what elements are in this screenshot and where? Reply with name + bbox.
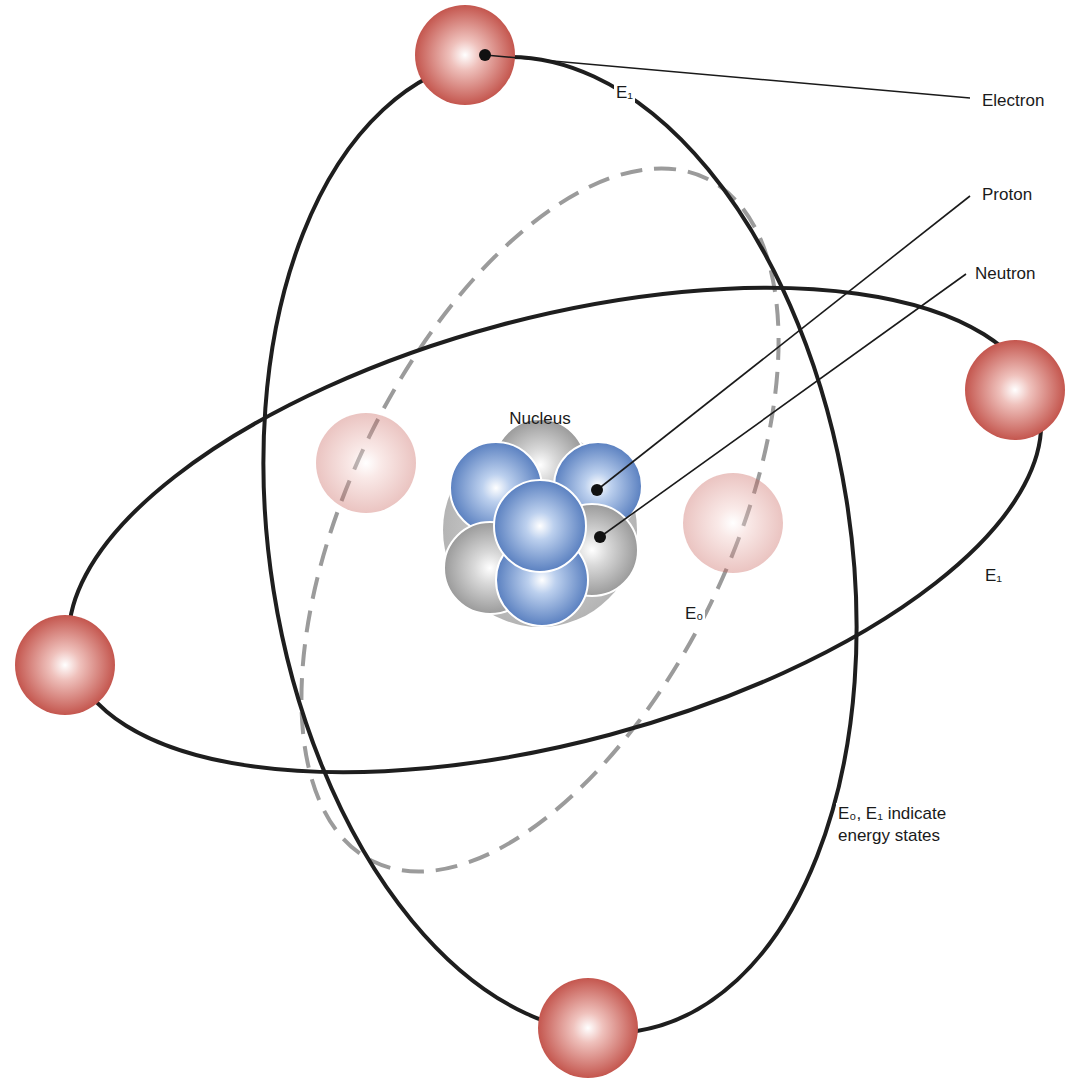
orbit-e0 xyxy=(203,95,878,945)
note: E₀, E₁ indicate energy states xyxy=(836,803,990,847)
electron xyxy=(316,413,416,513)
part-name: Electron xyxy=(980,90,1046,112)
electron xyxy=(965,340,1065,440)
part-name: Proton xyxy=(980,184,1034,206)
leader-dot xyxy=(479,49,491,61)
node-heading: Nucleus xyxy=(460,409,620,429)
energy-level: E₀ xyxy=(683,603,705,625)
electron xyxy=(415,5,515,105)
leader-line xyxy=(597,196,970,490)
orbit-e1 xyxy=(17,196,1080,864)
energy-level: E₁ xyxy=(983,565,1004,587)
electron xyxy=(683,473,783,573)
proton xyxy=(494,480,586,572)
nucleus-node: Nucleus xyxy=(460,409,620,429)
leader-dot xyxy=(591,484,603,496)
leader-dot xyxy=(594,531,606,543)
energy-level: E₁ xyxy=(614,82,635,104)
electron xyxy=(538,978,638,1078)
part-name: Neutron xyxy=(973,263,1037,285)
leader-line xyxy=(485,55,970,98)
orbit-e1 xyxy=(197,14,924,1077)
electron xyxy=(15,615,115,715)
leader-line xyxy=(600,274,966,537)
